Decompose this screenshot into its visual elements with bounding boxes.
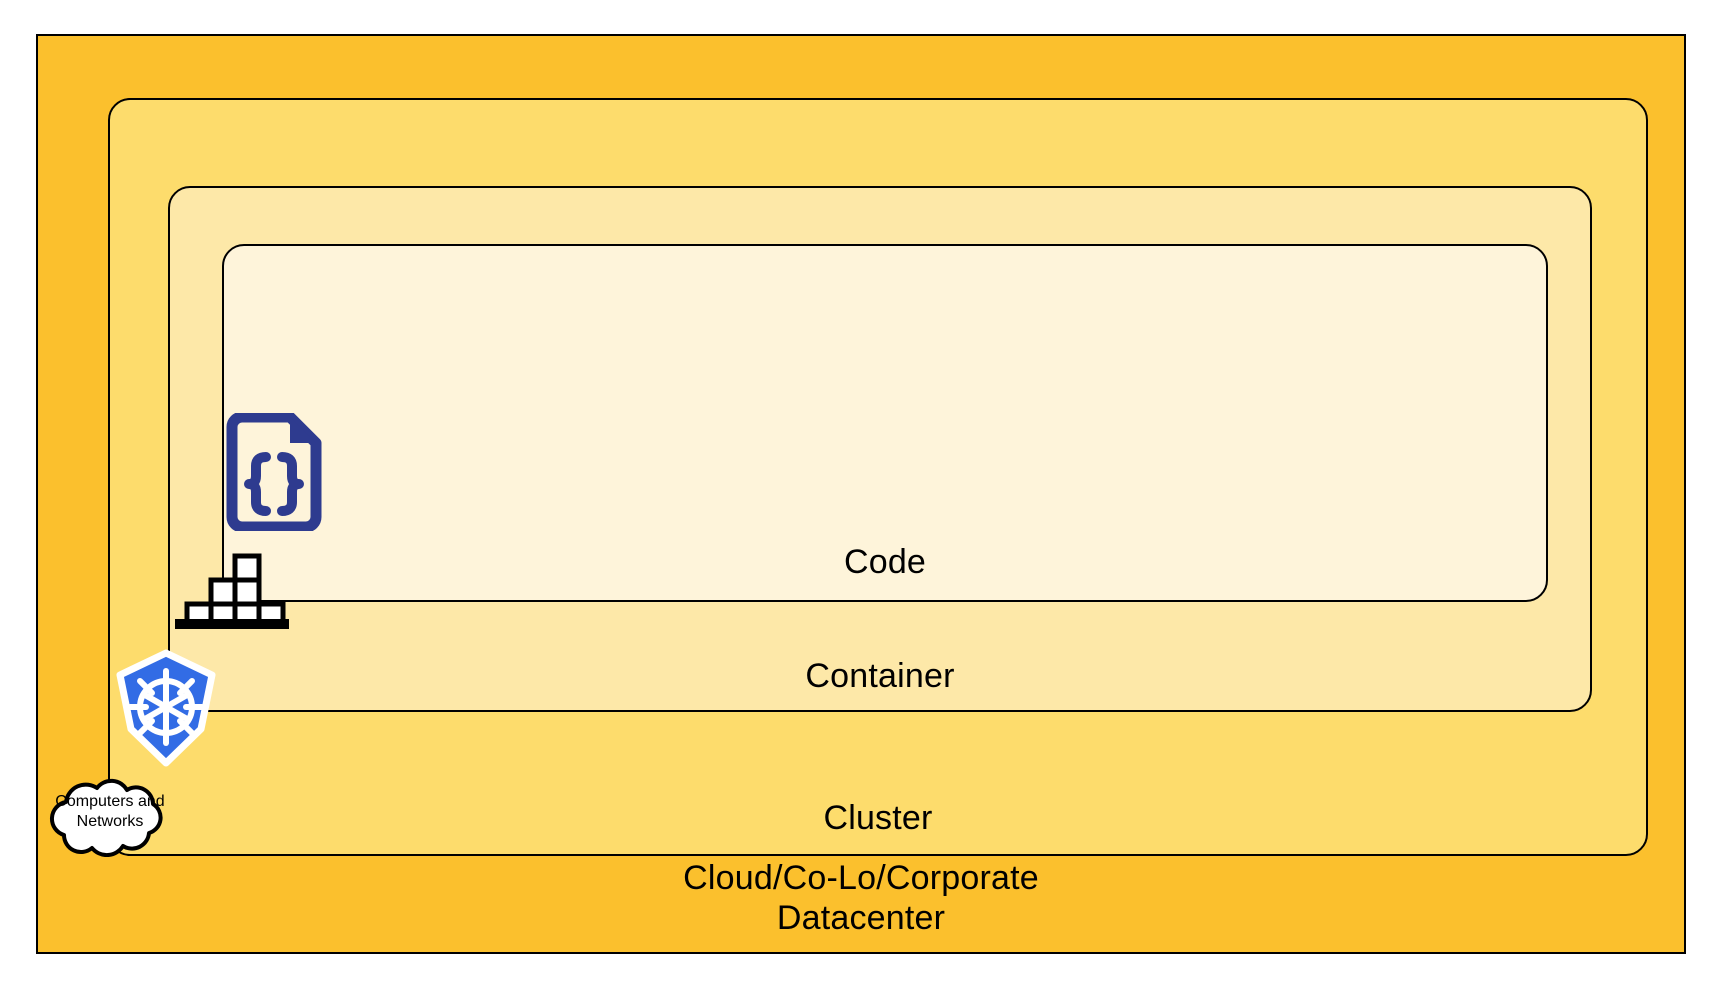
kubernetes-helm-icon (110, 649, 222, 767)
cloud-icon (34, 777, 186, 858)
stacked-boxes-icon (173, 553, 291, 631)
layer-code[interactable]: Code (222, 244, 1548, 602)
layer-cluster-label: Cluster (823, 799, 933, 837)
layer-container-label: Container (805, 657, 955, 695)
code-file-braces-icon (222, 411, 326, 533)
layer-code-label: Code (843, 543, 927, 581)
layer-datacenter-label: Cloud/Co-Lo/Corporate Datacenter (683, 859, 1039, 937)
